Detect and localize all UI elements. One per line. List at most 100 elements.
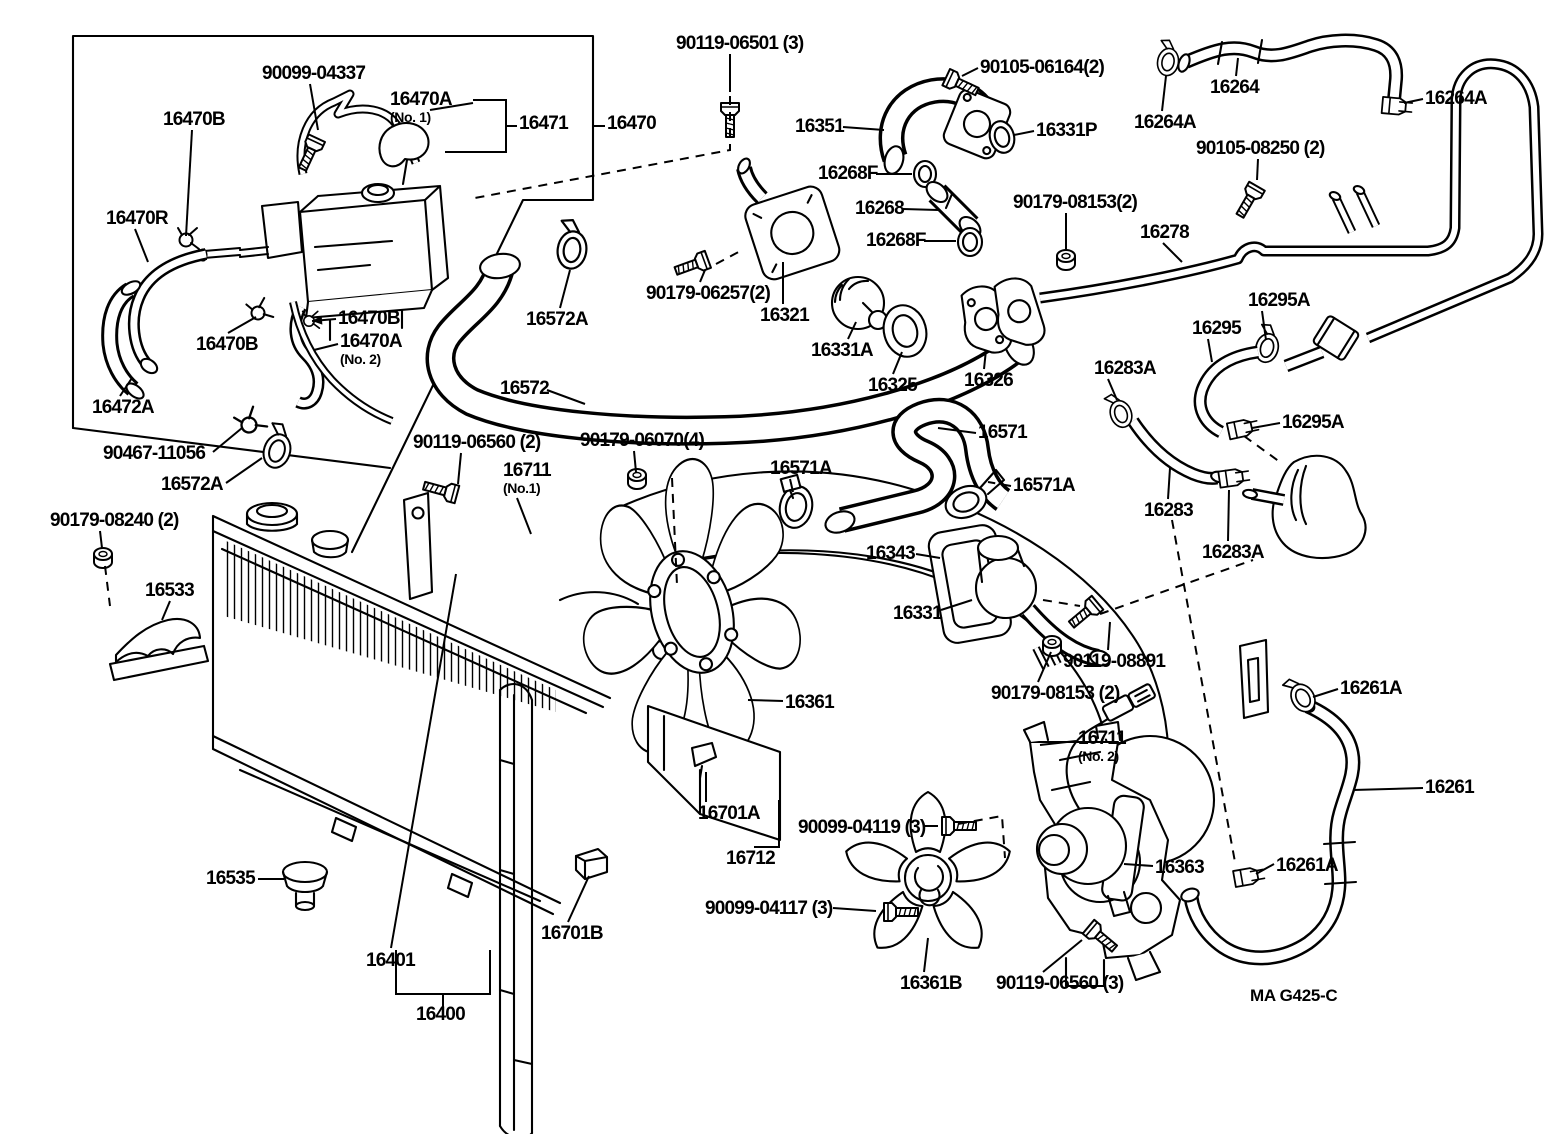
leader-line [1251, 422, 1281, 429]
leader-line [457, 452, 462, 485]
part-label-16278-31: 16278 [1140, 222, 1190, 243]
part-label-16343-44: 16343 [866, 543, 916, 564]
part-label-16470B-4: 16470B [163, 109, 226, 130]
leader-line [940, 599, 973, 611]
leader-line [185, 129, 193, 237]
hose-clamp-16571A-icon [944, 484, 988, 520]
leader-line [671, 477, 678, 586]
part-label-16283-36: 16283 [1144, 500, 1194, 521]
leader-line [474, 96, 731, 199]
part-label-16712-51: 16712 [726, 848, 776, 869]
hose-clamp-16261A-icon [1232, 864, 1267, 888]
part-label-16470B-8: 16470B [196, 334, 259, 355]
leader-line [847, 321, 857, 340]
part-label-16268-19: 16268 [855, 198, 905, 219]
part-label-16268F-20: 16268F [866, 230, 926, 251]
part-label-sub: (No. 1) [390, 108, 431, 125]
hose-clamp-16572A-icon [258, 420, 299, 473]
leader-line [1255, 863, 1275, 875]
part-label-16261A-57: 16261A [1276, 855, 1339, 876]
water-inlet-thermostat-group [671, 67, 1077, 358]
clip-16701B-icon [574, 847, 609, 881]
leader-line [1107, 621, 1111, 651]
leader-line [1227, 489, 1230, 542]
water-outlet-16343 [778, 397, 1111, 670]
part-label-90119-08891-47: 90119-08891 [1063, 651, 1166, 672]
part-label-16268F-18: 16268F [818, 163, 878, 184]
leader-line [754, 800, 780, 848]
leader-line [390, 573, 457, 949]
part-label-16472A-9: 16472A [92, 397, 155, 418]
leader-line [313, 343, 339, 351]
bolt-90099-04119-icon [940, 815, 978, 837]
hose-clamp-16264A-icon [1380, 95, 1414, 117]
part-label-16535-60: 16535 [206, 868, 256, 889]
part-label-16533-65: 16533 [145, 580, 195, 601]
part-label-16283A-37: 16283A [1202, 542, 1265, 563]
leader-line [309, 83, 319, 131]
leader-line [987, 481, 1012, 487]
part-label-16571-42: 16571 [978, 422, 1028, 443]
leader-line [1161, 75, 1167, 112]
leader-line [1207, 338, 1213, 363]
heater-pipe-16278 [993, 58, 1544, 373]
part-label-16572A-10: 16572A [526, 309, 589, 330]
leader-line [1256, 158, 1259, 181]
leader-line [516, 497, 532, 535]
part-label-16264A-28: 16264A [1134, 112, 1197, 133]
part-label-90105-082502-30: 90105-08250 (2) [1196, 138, 1325, 159]
bolt-90105-08250-icon [1231, 180, 1266, 222]
leader-line [567, 875, 590, 923]
bolt-90179-06257-icon [671, 249, 713, 281]
leader-line [789, 478, 794, 493]
part-label-16361-46: 16361 [785, 692, 835, 713]
hose-clamp-16572A-icon [554, 217, 592, 272]
hose-clamp-16283A-icon [1217, 466, 1251, 489]
electric-fan-16361B-icon [845, 790, 1011, 949]
leader-line [104, 565, 111, 607]
part-label-16471-2: 16471 [519, 113, 569, 134]
part-label-16295A-32: 16295A [1248, 290, 1311, 311]
part-label-90179-060704-40: 90179-06070(4) [580, 430, 705, 451]
clip-16701A-icon [690, 741, 718, 768]
lower-shroud-16712 [574, 704, 782, 881]
part-label-16701A-50: 16701A [698, 803, 761, 824]
part-label-90467-11056-12: 90467-11056 [103, 443, 206, 464]
part-label-16295-33: 16295 [1192, 318, 1242, 339]
oring-16325-icon [882, 304, 928, 358]
nut-90179-08153-icon [1041, 634, 1063, 658]
hose-clip-16470B-icon [176, 226, 201, 251]
leader-line [1099, 559, 1254, 615]
leader-line [715, 248, 745, 265]
part-label-16363-56: 16363 [1155, 857, 1205, 878]
leader-line [699, 269, 706, 283]
leader-line [957, 814, 1006, 859]
leader-line [1352, 787, 1424, 791]
part-label-16571A-41: 16571A [770, 458, 833, 479]
leader-line [559, 269, 571, 309]
part-label-90119-065013-14: 90119-06501 (3) [676, 33, 804, 54]
leader-line [227, 316, 257, 334]
fan-motor-16363-icon [1035, 683, 1156, 918]
part-label-16261-59: 16261 [1425, 777, 1475, 798]
leader-line [1013, 130, 1035, 136]
part-label-16711-39: 16711(No.1) [503, 460, 552, 496]
electric-fan-assembly [845, 683, 1182, 988]
part-label-16470R-5: 16470R [106, 208, 169, 229]
nut-90179-06070-icon [626, 467, 648, 491]
leader-line [429, 102, 474, 111]
leader-line [161, 600, 171, 621]
part-label-sub: (No. 2) [1078, 747, 1119, 764]
part-label-16470B-6: 16470B [338, 308, 401, 329]
leader-line [633, 450, 637, 473]
leader-line [1039, 740, 1077, 746]
part-label-90179-082402-64: 90179-08240 (2) [50, 510, 179, 531]
nut-90179-08153-icon [1055, 248, 1077, 272]
drawing-code: MA G425-C [1250, 986, 1338, 1005]
hose-clamp-16264A-icon [1154, 38, 1183, 79]
part-label-90099-041173-53: 90099-04117 (3) [705, 898, 833, 919]
leader-line [134, 228, 149, 263]
part-label-sub: (No. 2) [340, 350, 381, 367]
part-label-16572A-13: 16572A [161, 474, 224, 495]
